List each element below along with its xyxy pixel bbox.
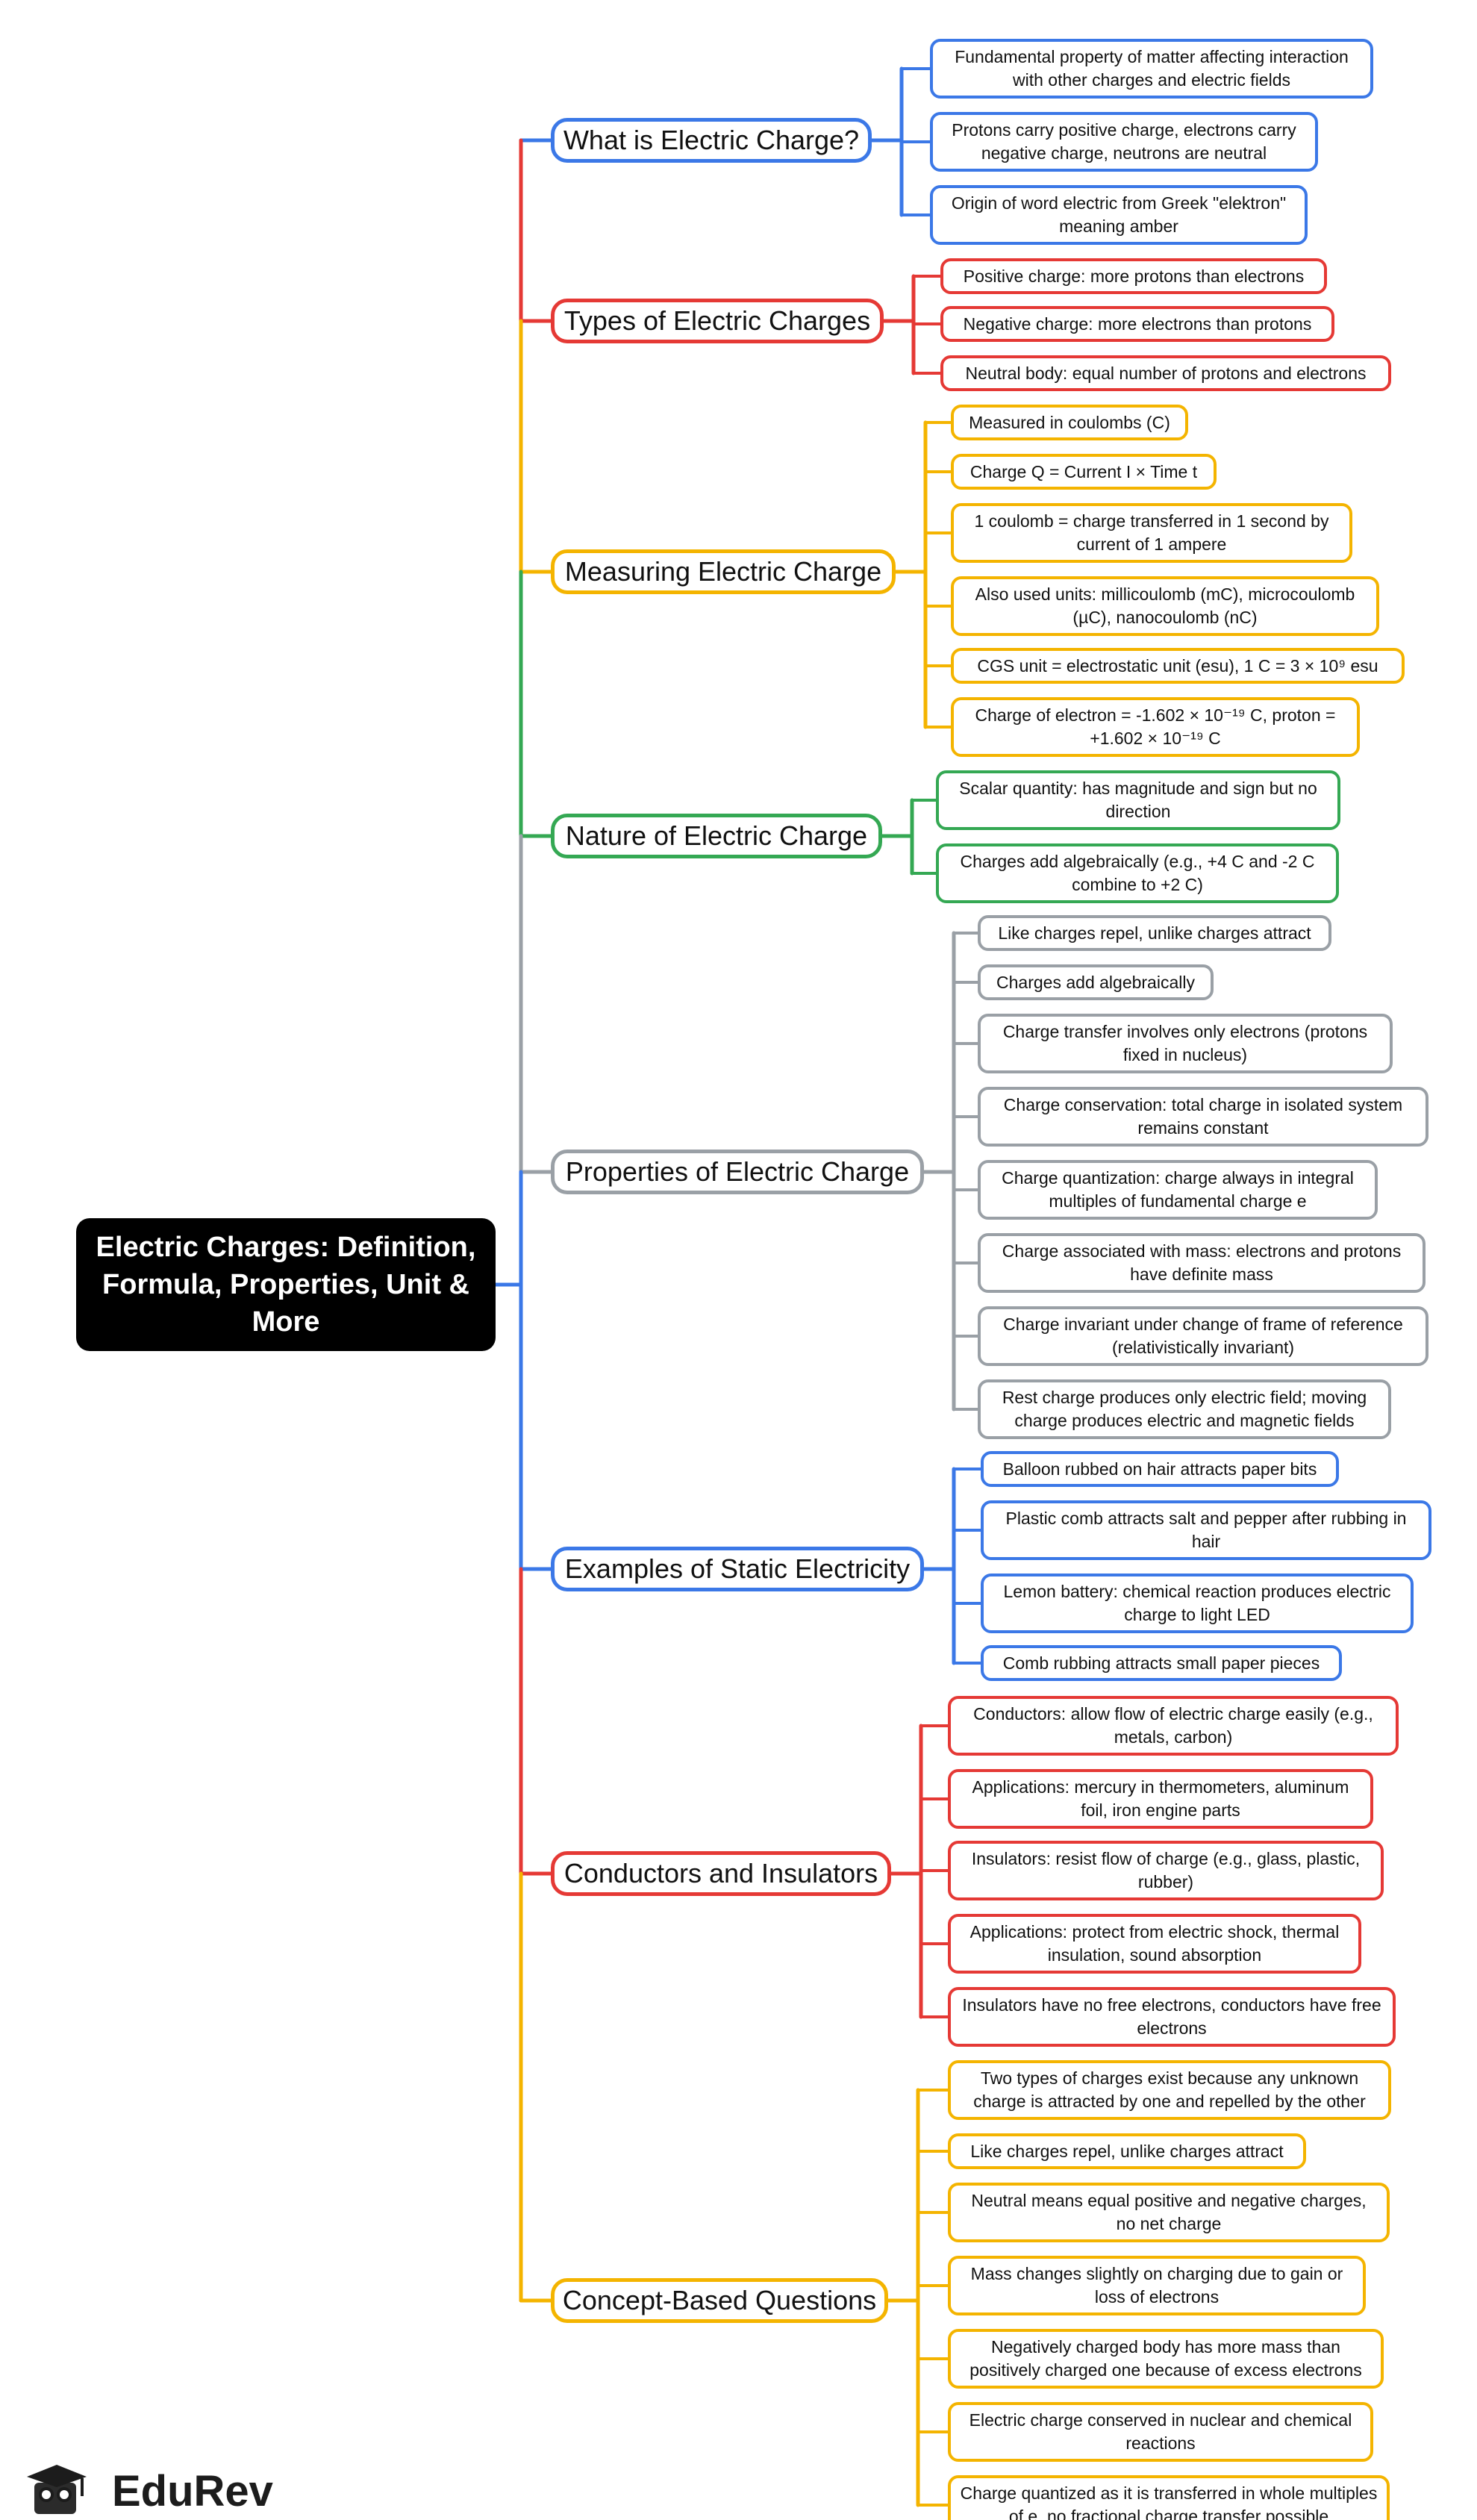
leaf-node: Protons carry positive charge, electrons… bbox=[930, 112, 1318, 172]
leaf-node: Charge transfer involves only electrons … bbox=[978, 1014, 1393, 1073]
leaf-node: Charge invariant under change of frame o… bbox=[978, 1306, 1428, 1366]
leaf-node: Charge quantized as it is transferred in… bbox=[948, 2475, 1390, 2520]
leaf-node: Lemon battery: chemical reaction produce… bbox=[981, 1574, 1414, 1633]
leaf-node: CGS unit = electrostatic unit (esu), 1 C… bbox=[951, 648, 1405, 684]
leaf-node: Rest charge produces only electric field… bbox=[978, 1379, 1391, 1439]
leaf-node: 1 coulomb = charge transferred in 1 seco… bbox=[951, 503, 1352, 563]
branch-nature-of-electric-charge: Nature of Electric Charge bbox=[551, 814, 882, 858]
leaf-node: Charge associated with mass: electrons a… bbox=[978, 1233, 1426, 1293]
leaf-node: Origin of word electric from Greek "elek… bbox=[930, 185, 1308, 245]
leaf-node: Negative charge: more electrons than pro… bbox=[940, 306, 1334, 342]
leaf-node: Charge of electron = -1.602 × 10⁻¹⁹ C, p… bbox=[951, 697, 1360, 757]
leaf-node: Fundamental property of matter affecting… bbox=[930, 39, 1373, 99]
leaf-node: Electric charge conserved in nuclear and… bbox=[948, 2402, 1373, 2462]
leaf-node: Measured in coulombs (C) bbox=[951, 405, 1188, 440]
leaf-node: Like charges repel, unlike charges attra… bbox=[978, 915, 1331, 951]
leaf-node: Two types of charges exist because any u… bbox=[948, 2060, 1391, 2120]
brand-name: EduRev bbox=[112, 2467, 273, 2516]
branch-types-of-electric-charges: Types of Electric Charges bbox=[551, 299, 884, 343]
leaf-node: Charge conservation: total charge in iso… bbox=[978, 1087, 1428, 1147]
edurev-logo-icon bbox=[27, 2465, 87, 2514]
leaf-node: Neutral means equal positive and negativ… bbox=[948, 2183, 1390, 2242]
leaf-node: Charge Q = Current I × Time t bbox=[951, 454, 1217, 490]
branch-examples-of-static-electricity: Examples of Static Electricity bbox=[551, 1547, 924, 1591]
leaf-node: Applications: protect from electric shoc… bbox=[948, 1914, 1361, 1974]
branch-properties-of-electric-charge: Properties of Electric Charge bbox=[551, 1150, 924, 1194]
branch-measuring-electric-charge: Measuring Electric Charge bbox=[551, 549, 896, 594]
leaf-node: Scalar quantity: has magnitude and sign … bbox=[936, 770, 1340, 830]
leaf-node: Charge quantization: charge always in in… bbox=[978, 1160, 1378, 1220]
leaf-node: Comb rubbing attracts small paper pieces bbox=[981, 1645, 1342, 1681]
leaf-node: Neutral body: equal number of protons an… bbox=[940, 355, 1391, 391]
leaf-node: Insulators: resist flow of charge (e.g.,… bbox=[948, 1841, 1384, 1900]
leaf-node: Conductors: allow flow of electric charg… bbox=[948, 1696, 1399, 1756]
leaf-node: Plastic comb attracts salt and pepper af… bbox=[981, 1500, 1431, 1560]
leaf-node: Charges add algebraically (e.g., +4 C an… bbox=[936, 843, 1339, 903]
leaf-node: Insulators have no free electrons, condu… bbox=[948, 1987, 1396, 2047]
root-node: Electric Charges: Definition, Formula, P… bbox=[76, 1218, 496, 1351]
branch-concept-based-questions: Concept-Based Questions bbox=[551, 2278, 888, 2323]
leaf-node: Charges add algebraically bbox=[978, 964, 1214, 1000]
leaf-node: Applications: mercury in thermometers, a… bbox=[948, 1769, 1373, 1829]
branch-conductors-and-insulators: Conductors and Insulators bbox=[551, 1851, 891, 1896]
leaf-node: Like charges repel, unlike charges attra… bbox=[948, 2133, 1306, 2169]
leaf-node: Also used units: millicoulomb (mC), micr… bbox=[951, 576, 1379, 636]
leaf-node: Positive charge: more protons than elect… bbox=[940, 258, 1327, 294]
leaf-node: Negatively charged body has more mass th… bbox=[948, 2329, 1384, 2389]
branch-what-is-electric-charge: What is Electric Charge? bbox=[551, 118, 872, 163]
leaf-node: Mass changes slightly on charging due to… bbox=[948, 2256, 1366, 2315]
leaf-node: Balloon rubbed on hair attracts paper bi… bbox=[981, 1451, 1339, 1487]
